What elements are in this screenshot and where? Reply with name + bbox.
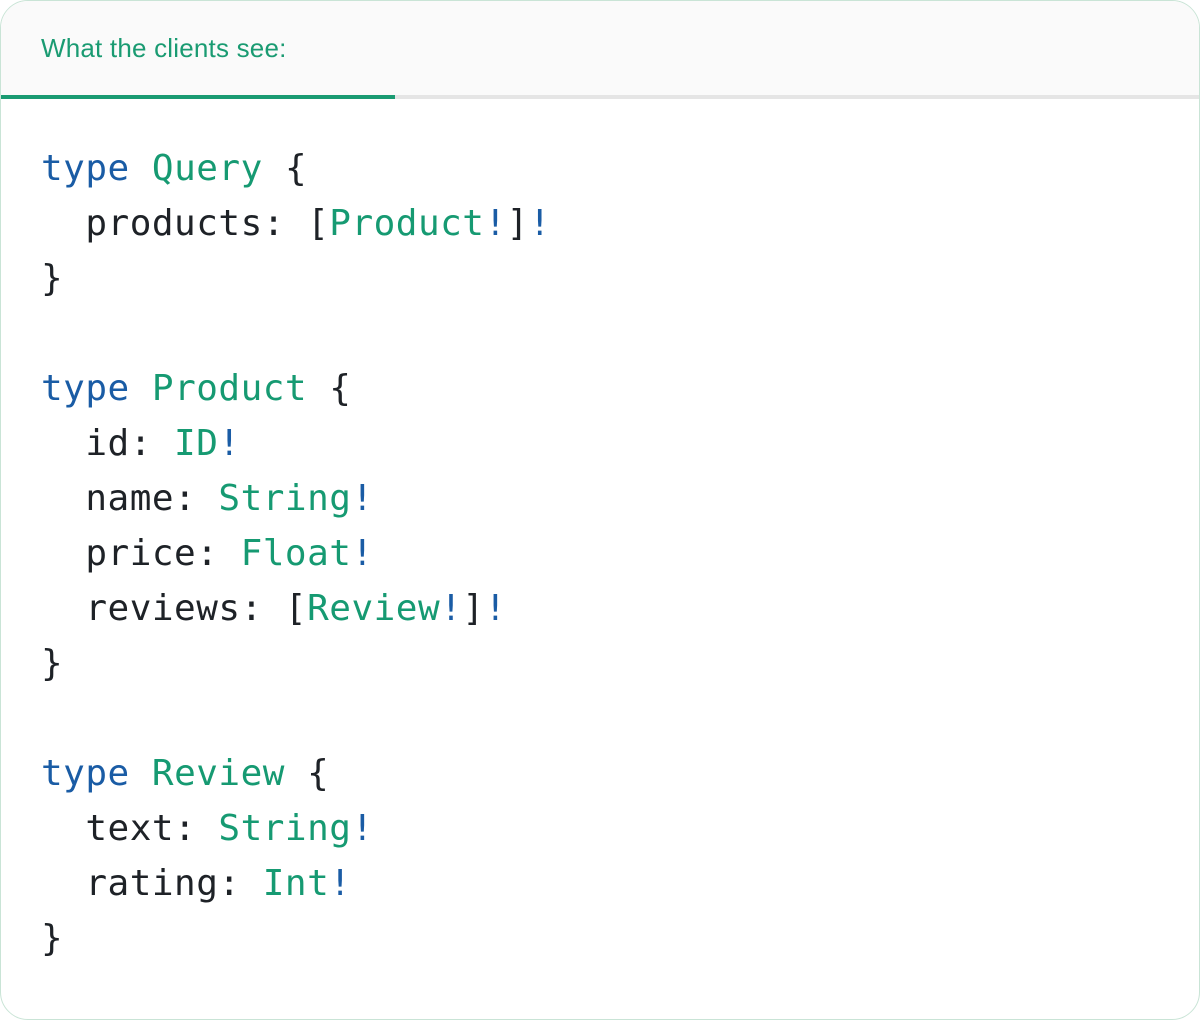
code-token: products: [ <box>41 203 330 244</box>
code-token: id: <box>41 423 175 464</box>
code-line: text: String! <box>41 801 1159 856</box>
code-line: type Review { <box>41 746 1159 801</box>
code-line: price: Float! <box>41 526 1159 581</box>
code-token: String <box>218 808 352 849</box>
code-line: } <box>41 251 1159 306</box>
code-token: type <box>41 148 130 189</box>
code-token: Float <box>240 533 352 574</box>
code-token: { <box>262 148 308 189</box>
code-token <box>130 753 152 794</box>
code-token: ! <box>484 203 507 244</box>
code-token: ! <box>218 423 241 464</box>
code-token: Query <box>151 148 263 189</box>
code-line: name: String! <box>41 471 1159 526</box>
code-token: text: <box>41 808 219 849</box>
code-line: } <box>41 636 1159 691</box>
code-token: ! <box>351 533 374 574</box>
code-token: } <box>41 918 64 959</box>
code-token: type <box>41 368 130 409</box>
code-token: reviews: [ <box>41 588 308 629</box>
code-token: Product <box>151 368 308 409</box>
code-token: ID <box>174 423 219 464</box>
code-line <box>41 306 1159 361</box>
tab-what-clients-see[interactable]: What the clients see: <box>1 1 395 99</box>
code-line: type Product { <box>41 361 1159 416</box>
code-line: products: [Product!]! <box>41 196 1159 251</box>
code-token: type <box>41 753 130 794</box>
code-token <box>130 368 152 409</box>
code-line <box>41 691 1159 746</box>
code-token: String <box>218 478 352 519</box>
code-line: reviews: [Review!]! <box>41 581 1159 636</box>
code-block: type Query { products: [Product!]!} type… <box>1 99 1199 1006</box>
code-token: ! <box>484 588 507 629</box>
code-token: ! <box>329 863 352 904</box>
code-line: rating: Int! <box>41 856 1159 911</box>
code-token: Review <box>307 588 441 629</box>
code-token: price: <box>41 533 241 574</box>
panel-header: What the clients see: <box>1 1 1199 99</box>
code-token <box>130 148 152 189</box>
code-token: { <box>307 368 352 409</box>
code-token: name: <box>41 478 219 519</box>
code-token: ! <box>351 808 374 849</box>
code-token: Review <box>151 753 285 794</box>
code-token: Int <box>262 863 330 904</box>
code-token: } <box>41 258 64 299</box>
code-token: rating: <box>41 863 263 904</box>
code-line: id: ID! <box>41 416 1159 471</box>
code-token: ! <box>351 478 374 519</box>
code-token: ] <box>506 203 529 244</box>
code-token: } <box>41 643 64 684</box>
code-token: ! <box>440 588 463 629</box>
code-line: type Query { <box>41 141 1159 196</box>
code-token: { <box>284 753 330 794</box>
code-line: } <box>41 911 1159 966</box>
code-token: ! <box>528 203 552 244</box>
code-token: Product <box>329 203 485 244</box>
code-token: ] <box>462 588 485 629</box>
tab-label: What the clients see: <box>41 32 287 63</box>
